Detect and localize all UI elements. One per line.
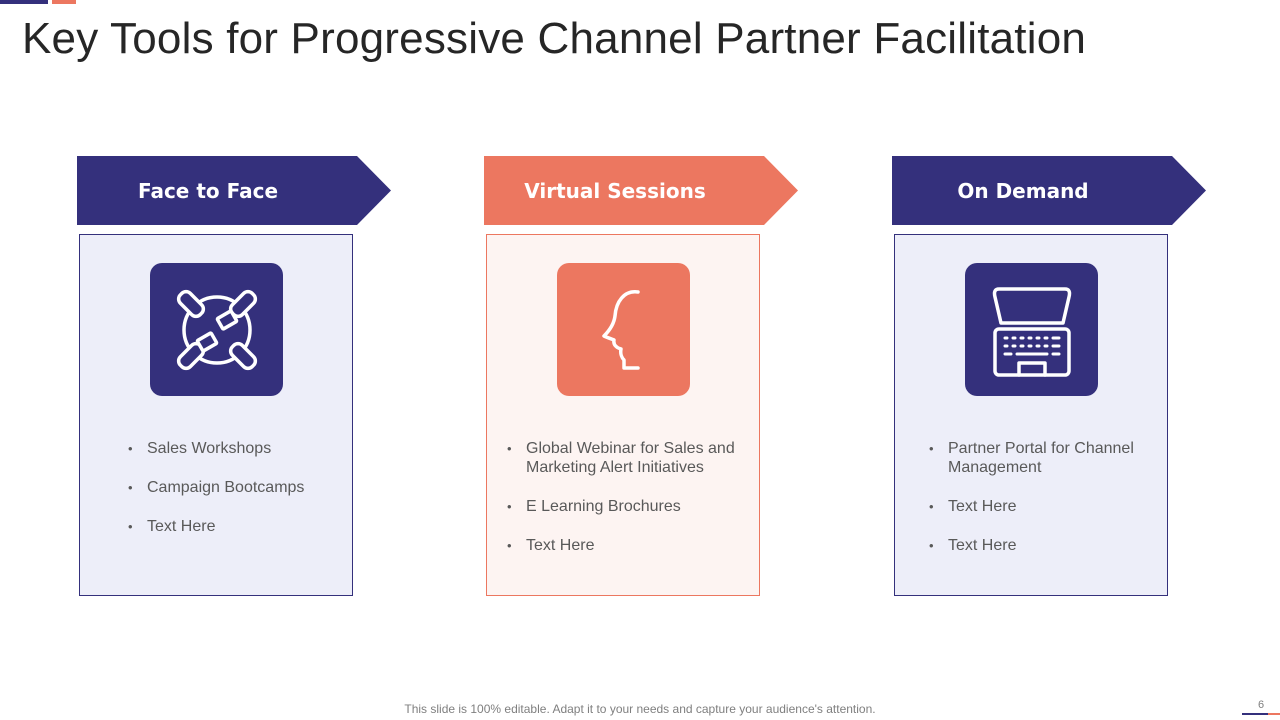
page-number-underline-coral [1268, 713, 1280, 715]
list-item: Global Webinar for Sales and Marketing A… [507, 439, 747, 477]
list-item: E Learning Brochures [507, 497, 747, 516]
on-demand-banner: On Demand [892, 156, 1206, 225]
list-item: Campaign Bootcamps [128, 478, 338, 497]
list-item: Text Here [929, 497, 1159, 516]
face-to-face-heading: Face to Face [137, 178, 279, 203]
on-demand-heading: On Demand [957, 178, 1089, 203]
virtual-sessions-banner: Virtual Sessions [484, 156, 798, 225]
top-accent-bar-coral [52, 0, 76, 4]
footer-note: This slide is 100% editable. Adapt it to… [404, 702, 876, 716]
handshake-collaboration-icon [150, 263, 283, 396]
top-accent-bar-navy [0, 0, 48, 4]
virtual-sessions-heading: Virtual Sessions [524, 178, 706, 203]
slide-title: Key Tools for Progressive Channel Partne… [22, 14, 1087, 63]
virtual-sessions-card: Global Webinar for Sales and Marketing A… [486, 234, 760, 596]
on-demand-card: Partner Portal for Channel Management Te… [894, 234, 1168, 596]
list-item: Text Here [128, 517, 338, 536]
face-to-face-card: Sales Workshops Campaign Bootcamps Text … [79, 234, 353, 596]
page-number: 6 [1258, 699, 1265, 711]
list-item: Sales Workshops [128, 439, 338, 458]
head-profile-icon [557, 263, 690, 396]
laptop-icon [965, 263, 1098, 396]
list-item: Partner Portal for Channel Management [929, 439, 1159, 477]
face-to-face-banner: Face to Face [77, 156, 391, 225]
page-number-underline-navy [1242, 713, 1268, 715]
list-item: Text Here [507, 536, 747, 555]
list-item: Text Here [929, 536, 1159, 555]
